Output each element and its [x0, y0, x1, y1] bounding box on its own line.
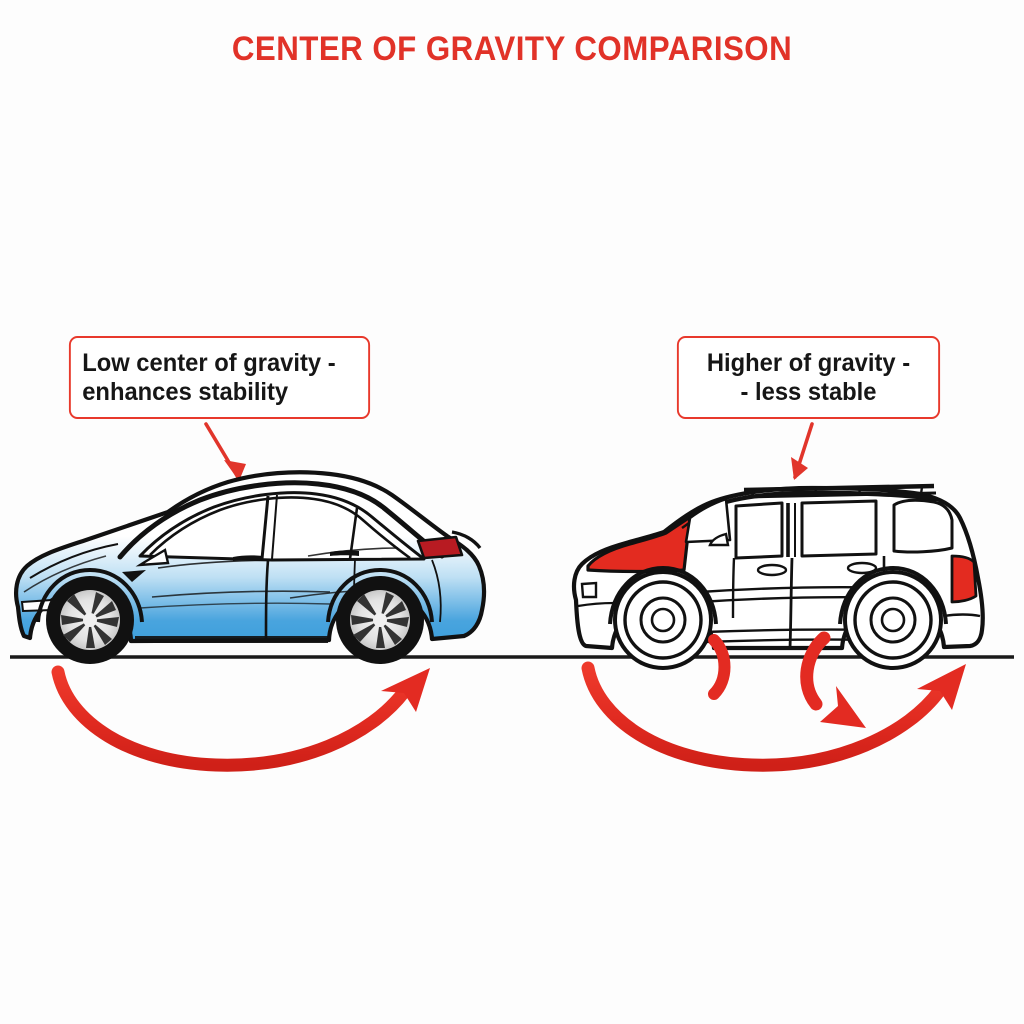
sedan-wheel-front: [46, 576, 134, 664]
pointer-arrow-right: [791, 422, 814, 480]
suv-rail-post-4: [919, 486, 924, 495]
sedan-crease-4: [139, 602, 331, 609]
page-title: CENTER OF GRAVITY COMPARISON: [231, 30, 793, 68]
sedan-b-pillar: [260, 495, 270, 560]
sedan-rear-panel-line: [431, 559, 442, 623]
suv-window-rear: [892, 498, 954, 554]
suv-door-handle-rear: [846, 561, 878, 575]
sedan-side-marker: [122, 570, 146, 582]
callout-right-line-2: - less stable: [740, 377, 877, 406]
callout-low-center-of-gravity[interactable]: Low center of gravity - enhances stabili…: [68, 336, 371, 419]
sedan-mirror: [135, 548, 170, 567]
sway-arrow-tipping: [800, 631, 866, 728]
suv-roof-rail-top: [743, 483, 935, 493]
suv-door-split-0: [731, 557, 736, 619]
suv-mirror: [708, 532, 730, 547]
sedan-roofline: [117, 480, 445, 560]
callout-higher-center-of-gravity[interactable]: Higher of gravity - - less stable: [676, 336, 941, 419]
sedan-crease-2: [307, 547, 399, 557]
suv-wheel-front: [613, 570, 713, 670]
suv-taillight: [950, 554, 978, 604]
sedan-window-band: [149, 496, 411, 560]
suv-headlamp: [580, 581, 598, 599]
suv-arch-front: [608, 565, 718, 625]
suv-arch-rear: [838, 565, 948, 625]
sedan-door-split-front: [264, 559, 270, 641]
sedan-crease-1: [157, 559, 291, 569]
sedan-arch-rear: [326, 567, 434, 623]
suv-wheel-rear: [843, 570, 943, 670]
suv-windshield: [684, 497, 732, 544]
callout-left-line-2: enhances stability: [82, 377, 289, 406]
pointer-arrow-left: [204, 422, 246, 481]
suv-window-front: [734, 501, 784, 560]
sway-arrow-right-main: [581, 661, 966, 772]
sedan-hood-line-2: [23, 555, 107, 593]
sedan-crease-3: [151, 590, 331, 598]
sedan-taillight: [416, 535, 464, 560]
sedan-door-handle-front: [233, 555, 262, 561]
sedan-arch-front: [36, 567, 144, 623]
callout-right-line-1: Higher of gravity -: [706, 348, 911, 377]
suv-door-split-1: [788, 557, 794, 649]
sedan-b-pillar-2: [271, 494, 278, 560]
sedan-hood-line: [29, 543, 119, 579]
sway-arc-fragment: [708, 634, 731, 700]
vehicle-suv: [571, 483, 985, 670]
sedan-rocker: [135, 636, 328, 643]
suv-window-middle: [800, 499, 878, 558]
suv-bumper-line: [577, 601, 615, 608]
suv-rear-bumper: [943, 613, 981, 618]
sway-arrow-left: [51, 665, 430, 772]
sedan-spoiler: [451, 530, 482, 550]
suv-door-handle-front: [756, 563, 788, 577]
sedan-wheel-rear: [336, 576, 424, 664]
vehicle-sedan: [14, 470, 487, 664]
callout-left-line-1: Low center of gravity -: [82, 348, 336, 377]
